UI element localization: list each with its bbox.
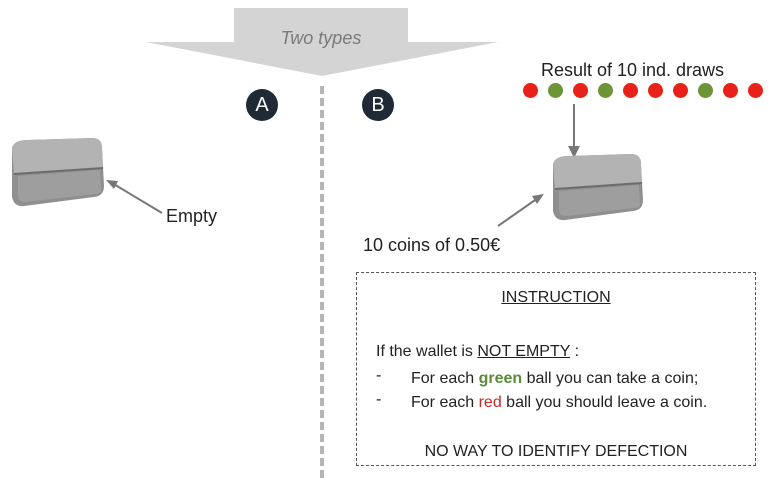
condition-emphasis: NOT EMPTY	[477, 343, 571, 360]
draw-ball-red	[648, 83, 663, 98]
header-label: Two types	[280, 28, 362, 48]
draw-ball-green	[698, 83, 713, 98]
instruction-box: INSTRUCTION If the wallet is NOT EMPTY :…	[356, 272, 756, 466]
draw-ball-red	[673, 83, 688, 98]
draws-title: Result of 10 ind. draws	[540, 60, 725, 80]
bullet-2: -	[376, 391, 382, 408]
instruction-footer: NO WAY TO IDENTIFY DEFECTION	[424, 443, 688, 460]
draw-ball-red	[523, 83, 538, 98]
draw-balls	[523, 83, 763, 98]
badge-b: B	[362, 89, 394, 121]
draw-ball-green	[548, 83, 563, 98]
red-word: red	[478, 394, 502, 411]
wallet-b-label: 10 coins of 0.50€	[363, 235, 501, 255]
arrow-to-wallet-a	[106, 180, 163, 214]
arrow-draws-to-wallet	[568, 104, 580, 158]
green-word: green	[478, 370, 523, 387]
header-arrow-shape	[146, 8, 498, 76]
draw-ball-red	[723, 83, 738, 98]
wallet-a-label: Empty	[166, 206, 218, 226]
instruction-condition: If the wallet is NOT EMPTY :	[376, 343, 580, 360]
panel-divider	[320, 86, 324, 478]
bullet-1: -	[376, 367, 382, 384]
draw-ball-green	[598, 83, 613, 98]
wallet-a-icon	[12, 138, 104, 207]
draw-ball-red	[748, 83, 763, 98]
arrow-to-wallet-b	[497, 194, 544, 227]
instruction-item-green: For each green ball you can take a coin;	[411, 370, 699, 387]
draw-ball-red	[573, 83, 588, 98]
badge-a: A	[246, 89, 278, 121]
draw-ball-red	[623, 83, 638, 98]
instruction-title: INSTRUCTION	[501, 289, 611, 306]
instruction-item-red: For each red ball you should leave a coi…	[411, 394, 708, 411]
wallet-b-icon	[553, 154, 643, 221]
